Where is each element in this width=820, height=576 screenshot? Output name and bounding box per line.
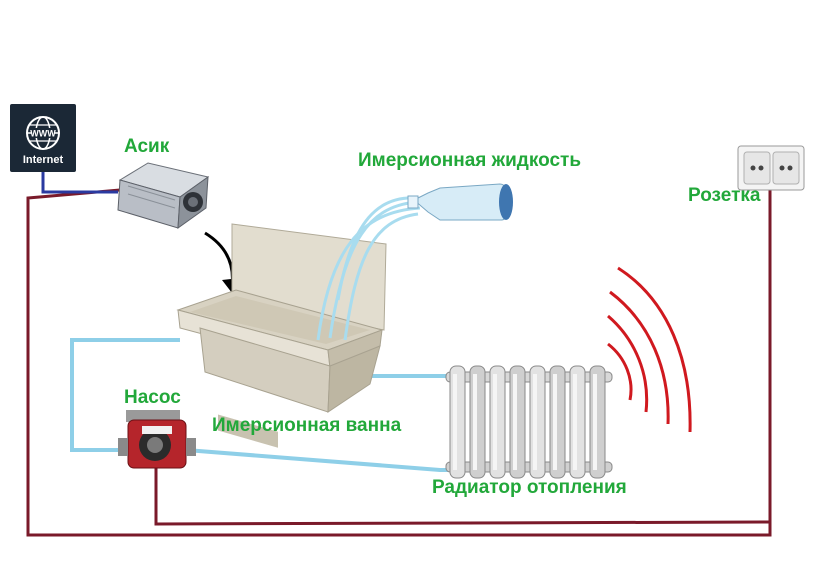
pipe-bath-to-pump xyxy=(70,338,180,452)
pipe-pump-to-radiator xyxy=(185,448,450,472)
radiator-fin xyxy=(529,365,546,479)
immersion-bath-label: Имерсионная ванна xyxy=(212,415,402,436)
radiator-fin xyxy=(569,365,586,479)
radiator-fin-highlight xyxy=(553,374,557,470)
svg-text:WWW: WWW xyxy=(30,129,56,139)
water-stream-icon xyxy=(316,196,421,341)
radiator-fin xyxy=(449,365,466,479)
radiator-fin-highlight xyxy=(493,374,497,470)
radiator-fin-highlight xyxy=(593,374,597,470)
globe-icon: WWW xyxy=(26,116,60,150)
radiator-fin-highlight xyxy=(573,374,577,470)
immersion-liquid-label: Имерсионная жидкость xyxy=(358,150,581,171)
asic-label: Асик xyxy=(124,136,170,157)
pump-label: Насос xyxy=(124,387,181,408)
radiator-label: Радиатор отопления xyxy=(432,477,627,498)
power-wire-pump xyxy=(154,468,771,526)
outlet-label: Розетка xyxy=(688,185,761,206)
arrow-asic-to-bath xyxy=(204,231,234,287)
heat-waves-icon xyxy=(607,266,692,433)
network-cable xyxy=(41,172,118,194)
internet-tile: WWW Internet xyxy=(10,104,76,172)
immersion-bath-icon xyxy=(176,223,387,448)
radiator-fin xyxy=(509,365,526,479)
internet-label: Internet xyxy=(22,154,64,166)
radiator-icon xyxy=(445,365,613,479)
radiator-fin xyxy=(469,365,486,479)
radiator-fin-highlight xyxy=(453,374,457,470)
pump-icon xyxy=(118,410,196,469)
water-bottle-icon xyxy=(407,183,513,221)
radiator-fin-highlight xyxy=(513,374,517,470)
radiator-fin-highlight xyxy=(533,374,537,470)
radiator-fin xyxy=(589,365,606,479)
power-outlet-icon xyxy=(737,145,805,191)
power-wires xyxy=(26,188,772,537)
power-wire-outer xyxy=(26,188,772,537)
radiator-fin xyxy=(549,365,566,479)
radiator-fin-highlight xyxy=(473,374,477,470)
asic-miner-icon xyxy=(117,162,210,230)
radiator-fin xyxy=(489,365,506,479)
